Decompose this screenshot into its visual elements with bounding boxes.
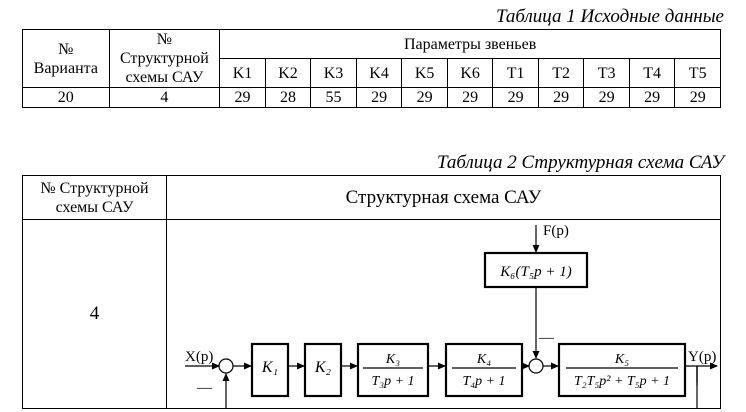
param-name-cell: T3 xyxy=(583,58,630,88)
block-k4 xyxy=(444,342,524,398)
block-k3-numerator: K₃ xyxy=(385,352,400,367)
block-k6-label: K₆(T₅p + 1) xyxy=(499,264,571,280)
block-k5-numerator: K₅ xyxy=(614,352,629,367)
param-value-cell: 55 xyxy=(310,87,357,108)
scheme-diagram-header: Структурная схема САУ xyxy=(166,175,721,220)
param-name-cell: T4 xyxy=(628,58,676,88)
params-header: Параметры звеньев xyxy=(219,29,721,59)
block-k2 xyxy=(303,342,343,398)
param-name-cell: K1 xyxy=(219,58,266,88)
scheme-header-line1: № xyxy=(156,31,173,48)
disturbance-label: F(p) xyxy=(543,223,569,239)
block-k4-numerator: K₄ xyxy=(476,352,491,367)
block-k1 xyxy=(250,342,290,398)
param-value-cell: 29 xyxy=(446,87,494,108)
initial-data-table: № Варианта № Структурной схемы САУ Парам… xyxy=(22,29,721,108)
variant-header: № Варианта xyxy=(22,29,110,88)
param-name-cell: K5 xyxy=(401,58,448,88)
variant-header-line1: № xyxy=(58,40,74,58)
param-value-cell: 29 xyxy=(401,87,448,108)
output-label: Y(p) xyxy=(688,349,716,365)
table1-header-row: № Варианта № Структурной схемы САУ Парам… xyxy=(22,29,721,88)
param-name-cell: T2 xyxy=(537,58,585,88)
param-name-cell: T5 xyxy=(674,58,721,88)
variant-header-line2: Варианта xyxy=(33,59,98,77)
summing-junction-2 xyxy=(528,358,544,374)
param-value-cell: 29 xyxy=(628,87,676,108)
param-name-cell: K6 xyxy=(446,58,494,88)
param-value-cell: 29 xyxy=(583,87,630,108)
scheme-value: 4 xyxy=(108,87,221,108)
minus-sign-1: — xyxy=(196,380,213,396)
scheme-header: № Структурной схемы САУ xyxy=(108,29,221,88)
minus-sign-2: — xyxy=(538,330,555,346)
block-k2-label: K₂ xyxy=(314,359,332,376)
scheme-number-value: 4 xyxy=(22,219,167,409)
block-k4-denominator: T₄p + 1 xyxy=(462,374,505,389)
input-label: X(p) xyxy=(185,349,213,365)
table2-header-row: № Структурной схемы САУ Структурная схем… xyxy=(22,175,721,220)
variant-value: 20 xyxy=(22,87,110,108)
table2-caption: Таблица 2 Структурная схема САУ xyxy=(437,152,724,173)
param-name-cell: K3 xyxy=(310,58,357,88)
block-k1-label: K₁ xyxy=(261,359,278,376)
table1-data-row: 20 4 29 28 55 29 29 29 29 29 29 29 29 xyxy=(22,87,721,108)
param-names-row: K1 K2 K3 K4 K5 K6 T1 T2 T3 T4 T5 xyxy=(23,58,721,88)
scheme-header-line3: схемы САУ xyxy=(125,69,204,86)
param-name-cell: K4 xyxy=(355,58,403,88)
param-value-cell: 29 xyxy=(219,87,266,108)
block-k5 xyxy=(557,342,687,398)
block-k3 xyxy=(356,342,430,398)
param-value-cell: 29 xyxy=(355,87,403,108)
param-value-cell: 29 xyxy=(674,87,721,108)
scheme-number-header-line2: схемы САУ xyxy=(55,198,134,216)
scheme-number-header: № Структурной схемы САУ xyxy=(22,175,167,220)
block-diagram: X(p) Y(p) F(p) — — K₁ K₂ K₃ T₃p + 1 K₄ T… xyxy=(185,223,718,408)
block-k3-denominator: T₃p + 1 xyxy=(371,374,414,389)
scheme-table: № Структурной схемы САУ Структурная схем… xyxy=(22,175,721,409)
param-name-cell: K2 xyxy=(264,58,312,88)
table1-caption: Таблица 1 Исходные данные xyxy=(496,6,724,27)
table2-data-row: 4 xyxy=(22,219,721,409)
block-diagram-cell: X(p) Y(p) F(p) — — K₁ K₂ K₃ T₃p + 1 K₄ T… xyxy=(166,219,721,409)
summing-junction-1 xyxy=(218,358,234,374)
scheme-header-line2: Структурной xyxy=(119,50,209,67)
param-name-cell: T1 xyxy=(492,58,539,88)
param-value-cell: 29 xyxy=(537,87,585,108)
param-value-cell: 28 xyxy=(264,87,312,108)
scheme-number-header-line1: № Структурной xyxy=(40,179,149,197)
feedback-path xyxy=(222,366,698,408)
param-value-cell: 29 xyxy=(492,87,539,108)
block-k5-denominator: T₂T₅p² + T₅p + 1 xyxy=(574,374,670,389)
